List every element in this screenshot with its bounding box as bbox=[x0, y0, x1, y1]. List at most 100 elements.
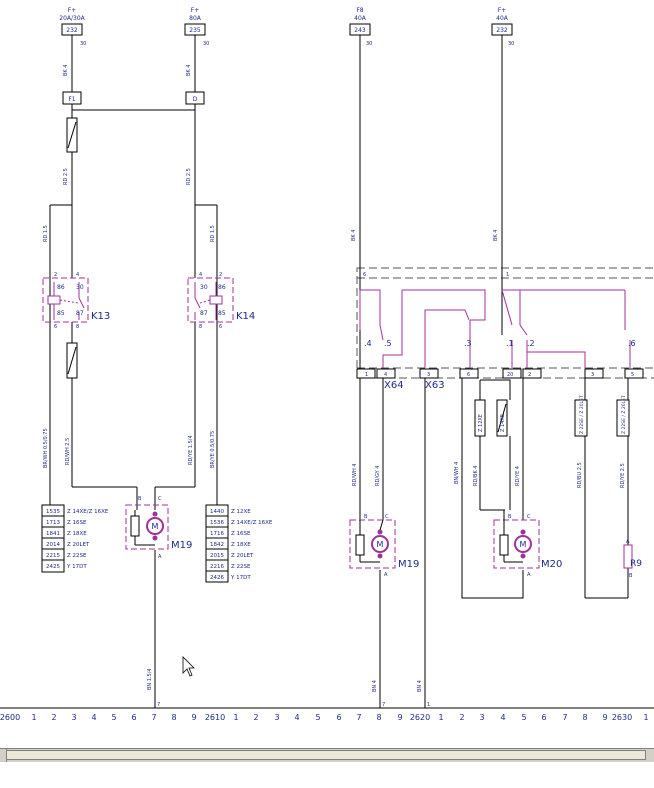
tl-eng-0: Z 14XE/Z 16XE bbox=[67, 509, 109, 515]
k13-n6: 6 bbox=[54, 324, 57, 330]
switch-3: .3 bbox=[464, 339, 472, 348]
tl-code-0: 1535 bbox=[46, 509, 60, 515]
ruler-label-10: 2610 bbox=[205, 713, 225, 722]
left-circuit-wires bbox=[49, 35, 426, 708]
relay-k14: 30 86 87 85 4 2 8 6 K14 bbox=[187, 272, 255, 330]
m19l-pb: B bbox=[138, 496, 142, 502]
m19l-name: M19 bbox=[171, 540, 192, 551]
resistor-r9: A B R9 bbox=[623, 539, 642, 579]
ruler-label-24: 4 bbox=[500, 713, 505, 722]
switch-1: .1 bbox=[506, 339, 514, 348]
gnd-pin-1: 7 bbox=[382, 702, 385, 708]
m19r-pb: B bbox=[364, 514, 368, 520]
gnd-pin-0: 7 bbox=[157, 702, 160, 708]
wire-rdye25: RD/YE 2.5 bbox=[620, 463, 626, 488]
mini-fuse-1: Z 14XE bbox=[496, 399, 508, 437]
tl-eng-2: Z 18XE bbox=[67, 531, 87, 537]
tr-eng-4: Z 20LET bbox=[231, 553, 254, 559]
ruler-label-7: 7 bbox=[151, 713, 156, 722]
horizontal-scrollbar[interactable] bbox=[0, 748, 654, 762]
motor-m19-right: M B C A M19 bbox=[349, 514, 419, 578]
ruler-label-17: 7 bbox=[356, 713, 361, 722]
wire-rd15-left: RD 1.5 bbox=[43, 225, 49, 242]
fuse-3-rating: 40A bbox=[354, 15, 367, 22]
bpin-5: 2 bbox=[528, 372, 531, 378]
m20-pa: A bbox=[527, 572, 531, 578]
r9-pb: B bbox=[629, 573, 633, 579]
fuse-4-code: 232 bbox=[496, 27, 508, 34]
fuse-1-code: 232 bbox=[66, 27, 78, 34]
ruler-label-16: 6 bbox=[336, 713, 341, 722]
ruler-label-11: 1 bbox=[233, 713, 238, 722]
ruler-label-0: 2600 bbox=[0, 713, 20, 722]
m20-name: M20 bbox=[541, 559, 562, 570]
fuse-4-supply: F+ bbox=[498, 7, 506, 14]
ruler-label-6: 6 bbox=[131, 713, 136, 722]
fuse-1: F+ 20A/30A 232 30 BK 4 bbox=[59, 7, 86, 76]
ruler-label-23: 3 bbox=[479, 713, 484, 722]
m19r-glyph: M bbox=[377, 540, 384, 549]
connector-f1-label: F1 bbox=[68, 96, 75, 103]
fuse-2-wire: BK 4 bbox=[186, 65, 192, 76]
fuse-4: F+ 40A 232 30 BK 4 bbox=[491, 7, 514, 241]
switch-6: .6 bbox=[628, 339, 636, 348]
wire-rdwh4: RD/WH 4 bbox=[352, 464, 358, 486]
wire-bnwh: BN/WH 4 bbox=[454, 462, 460, 484]
m19r-name: M19 bbox=[398, 559, 419, 570]
harness-top-pin-0: 6 bbox=[363, 272, 366, 278]
k13-p86: 86 bbox=[57, 284, 65, 291]
ruler-label-20: 2620 bbox=[410, 713, 430, 722]
tl-code-3: 2014 bbox=[46, 542, 60, 548]
tl-eng-3: Z 20LET bbox=[67, 542, 90, 548]
ruler-label-9: 9 bbox=[191, 713, 196, 722]
bpin-1: 4 bbox=[384, 372, 387, 378]
k13-n8: 8 bbox=[76, 324, 79, 330]
k13-n2: 2 bbox=[54, 272, 57, 278]
wire-rdgy4: RD/GY 4 bbox=[375, 466, 381, 486]
m19l-glyph: M bbox=[152, 522, 159, 531]
tl-code-1: 1713 bbox=[46, 520, 60, 526]
tr-eng-2: Z 16SE bbox=[231, 531, 251, 537]
bpin-6: 3 bbox=[591, 372, 594, 378]
connector-d-label: D bbox=[193, 96, 198, 103]
k13-name: K13 bbox=[91, 311, 110, 322]
wire-bn-mid: BN 1.5/4 bbox=[147, 668, 153, 690]
tl-code-5: 2425 bbox=[46, 564, 60, 570]
m19l-pa: A bbox=[158, 554, 162, 560]
engine-table-left: 1535 1713 1841 2014 2215 2425 Z 14XE/Z 1… bbox=[41, 504, 109, 573]
fuse-2-rating: 80A bbox=[189, 15, 202, 22]
harness-internal bbox=[359, 289, 631, 368]
mini-fuse-0: Z 12XE bbox=[474, 399, 486, 437]
harness-wires bbox=[359, 35, 503, 520]
tr-code-4: 2015 bbox=[210, 553, 224, 559]
fuse-1-rating: 20A/30A bbox=[59, 15, 85, 22]
k14-p85: 85 bbox=[218, 310, 226, 317]
fuse-3: F8 40A 243 30 BK 4 bbox=[349, 7, 372, 241]
fuse-2-pin: 30 bbox=[203, 41, 209, 47]
ruler-label-26: 6 bbox=[541, 713, 546, 722]
wire-bn4b: BN 4 bbox=[417, 680, 423, 692]
harness-bottom-pins bbox=[356, 368, 644, 379]
connector-f1 bbox=[62, 91, 82, 105]
mini-fuse-2-label: Z 22SE / Z 20LET bbox=[579, 395, 585, 434]
ruler-label-28: 8 bbox=[582, 713, 587, 722]
tl-eng-1: Z 16SE bbox=[67, 520, 87, 526]
ruler-label-2: 2 bbox=[51, 713, 56, 722]
relay-k13: 86 30 85 87 2 4 6 8 K13 bbox=[42, 272, 110, 330]
m19r-pa: A bbox=[384, 572, 388, 578]
bpin-0: 1 bbox=[365, 372, 368, 378]
harness-top-pin-1: 1 bbox=[506, 272, 509, 278]
k14-n4: 4 bbox=[199, 272, 202, 278]
bpin-3: 6 bbox=[467, 372, 470, 378]
fuse-3-supply: F8 bbox=[356, 7, 363, 14]
switch-4: .4 bbox=[364, 339, 372, 348]
wire-brwh: BR/WH 0.5/0.75 bbox=[43, 428, 49, 468]
m20-pc: C bbox=[527, 514, 531, 520]
connector-d bbox=[185, 91, 205, 105]
k14-p86: 86 bbox=[218, 284, 226, 291]
k14-p87: 87 bbox=[200, 310, 208, 317]
mini-fuse-2: Z 22SE / Z 20LET bbox=[574, 395, 588, 437]
fuse-1-supply: F+ bbox=[68, 7, 76, 14]
scrollbar-thumb[interactable] bbox=[6, 750, 646, 760]
